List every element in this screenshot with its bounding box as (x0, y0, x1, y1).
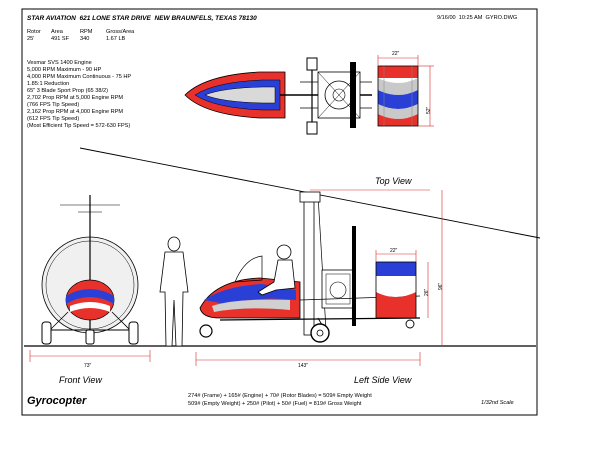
side-view-drawing: ★ (195, 190, 443, 366)
engine-note: 2,702 Prop RPM at 5,000 Engine RPM (27, 95, 124, 101)
drawing-title: Gyrocopter (27, 395, 87, 407)
human-silhouette (159, 236, 189, 347)
spec-value-rpm: 340 (80, 36, 90, 42)
front-view-label: Front View (59, 375, 102, 385)
top-view-drawing (184, 55, 434, 135)
spec-value-gross-area: 1.67 LB (106, 36, 126, 42)
spec-header-area: Area (51, 29, 63, 35)
side-view-label: Left Side View (354, 375, 412, 385)
dim-side-top: 22" (390, 248, 398, 254)
engine-note: 1.85:1 Reduction (27, 81, 70, 87)
date-stamp: 9/16/00 10:25 AM GYRO.DWG (437, 15, 518, 21)
weight-line-empty: 274# (Frame) + 165# (Engine) + 70# (Roto… (188, 393, 372, 399)
dim-top-height: 52" (426, 106, 432, 114)
weight-line-gross: 509# (Empty Weight) + 250# (Pilot) + 50#… (188, 401, 362, 407)
engine-note: (Most Efficient Tip Speed = 572-630 FPS) (27, 123, 131, 129)
spec-header-rotor: Rotor (27, 29, 41, 35)
spec-header-gross-area: Gross/Area (106, 29, 135, 35)
dim-side-height: 26" (424, 288, 430, 296)
dim-side-length: 143" (298, 363, 309, 369)
dim-front-width: 73" (84, 363, 92, 369)
front-view-drawing (29, 195, 151, 362)
spec-value-area: 491 SF (51, 36, 70, 42)
engine-note: 65" 3 Blade Sport Prop (65 38/2) (27, 88, 108, 94)
dim-overall-height: 96" (438, 282, 444, 290)
dim-top-width: 22" (392, 51, 400, 57)
company-header: STAR AVIATION 621 LONE STAR DRIVE NEW BR… (27, 15, 257, 22)
engine-note: Vesmar SVS 1400 Engine (27, 60, 92, 66)
engine-note: (766 FPS Tip Speed) (27, 102, 80, 108)
engine-note: 4,000 RPM Maximum Continuous - 75 HP (27, 74, 132, 80)
scale-label: 1/32nd Scale (481, 400, 514, 406)
spec-value-rotor: 25' (27, 36, 35, 42)
spec-header-rpm: RPM (80, 29, 93, 35)
top-view-label: Top View (375, 176, 412, 186)
engine-note: (612 FPS Tip Speed) (27, 116, 80, 122)
engine-note: 2,162 Prop RPM at 4,000 Engine RPM (27, 109, 124, 115)
engine-note: 5,000 RPM Maximum - 90 HP (27, 67, 102, 73)
svg-text:★: ★ (384, 274, 397, 290)
